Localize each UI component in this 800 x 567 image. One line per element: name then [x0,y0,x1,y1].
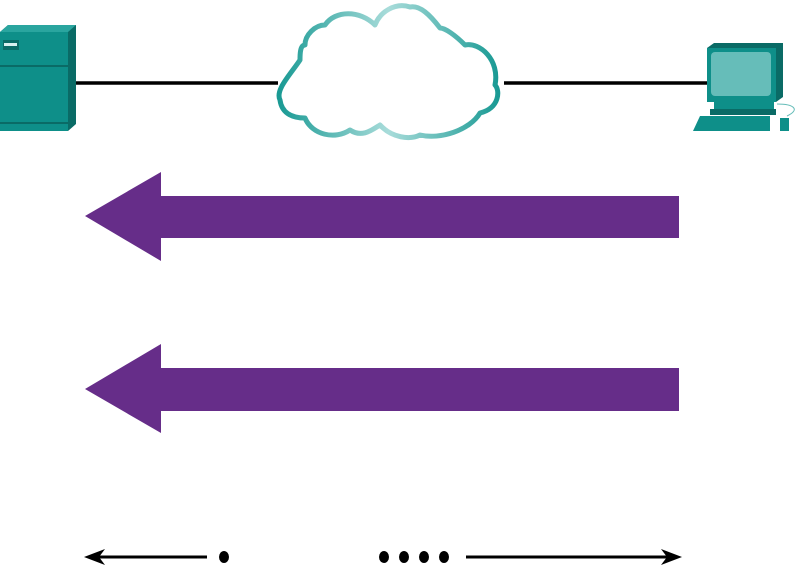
timeline-dot [219,551,229,563]
purple-arrow-left-2 [85,344,679,433]
timeline-dot [399,551,409,563]
pc-icon [693,43,795,131]
timeline-dot [439,551,449,563]
timeline-dot [419,551,429,563]
timeline-left-arrowhead [84,549,105,565]
server-icon [0,25,76,131]
timeline [84,549,682,565]
purple-arrow-left-1 [85,172,679,261]
timeline-right-arrowhead [661,549,682,565]
timeline-dot [379,551,389,563]
cloud-icon [276,3,501,140]
